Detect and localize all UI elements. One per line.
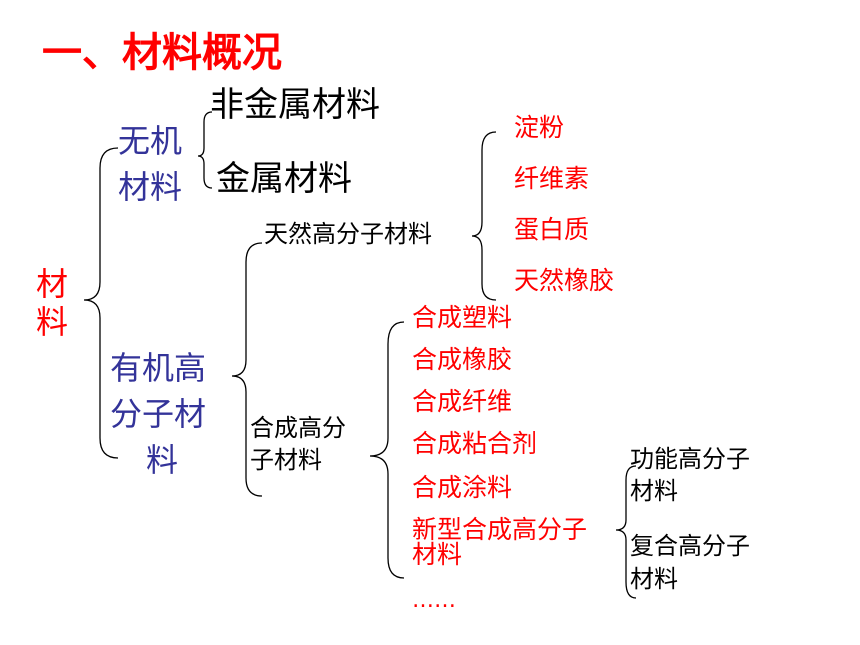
natural-item-starch: 淀粉 (514, 113, 565, 142)
bracket-inorganic (197, 111, 213, 189)
page-title: 一、材料概况 (42, 30, 282, 76)
natural-item-protein: 蛋白质 (514, 215, 590, 244)
synthetic-item-plastic: 合成塑料 (412, 303, 513, 332)
organic-label-2: 分子材 (110, 395, 207, 433)
synthetic-item-new-1: 新型合成高分子 (412, 515, 588, 544)
new-type-functional-1: 功能高分子 (630, 445, 750, 473)
inorganic-item-metal: 金属材料 (216, 159, 352, 199)
inorganic-item-nonmetal: 非金属材料 (210, 85, 380, 125)
bracket-root (83, 147, 119, 459)
synthetic-label-1: 合成高分 (250, 414, 346, 442)
natural-item-cellulose: 纤维素 (514, 164, 590, 193)
synthetic-item-rubber: 合成橡胶 (412, 345, 513, 374)
synthetic-label-2: 子材料 (250, 446, 322, 474)
root-label-1: 材 (36, 265, 69, 303)
new-type-composite-2: 材料 (630, 565, 678, 593)
synthetic-item-new-2: 材料 (412, 540, 463, 569)
synthetic-item-adhesive: 合成粘合剂 (412, 429, 538, 458)
new-type-composite-1: 复合高分子 (630, 532, 750, 560)
synthetic-item-coating: 合成涂料 (412, 473, 513, 502)
synthetic-ellipsis: …… (412, 588, 456, 613)
bracket-organic (231, 242, 263, 497)
bracket-natural (471, 131, 497, 301)
bracket-new-types (615, 465, 637, 599)
organic-label-3: 料 (146, 441, 179, 479)
organic-label-1: 有机高 (110, 349, 207, 387)
inorganic-label-1: 无机 (118, 122, 183, 160)
new-type-functional-2: 材料 (630, 477, 678, 505)
natural-item-rubber: 天然橡胶 (514, 266, 615, 295)
inorganic-label-2: 材料 (118, 168, 183, 206)
root-label-2: 料 (36, 303, 69, 341)
synthetic-item-fiber: 合成纤维 (412, 387, 513, 416)
bracket-synthetic (369, 321, 405, 579)
natural-label: 天然高分子材料 (264, 220, 432, 248)
